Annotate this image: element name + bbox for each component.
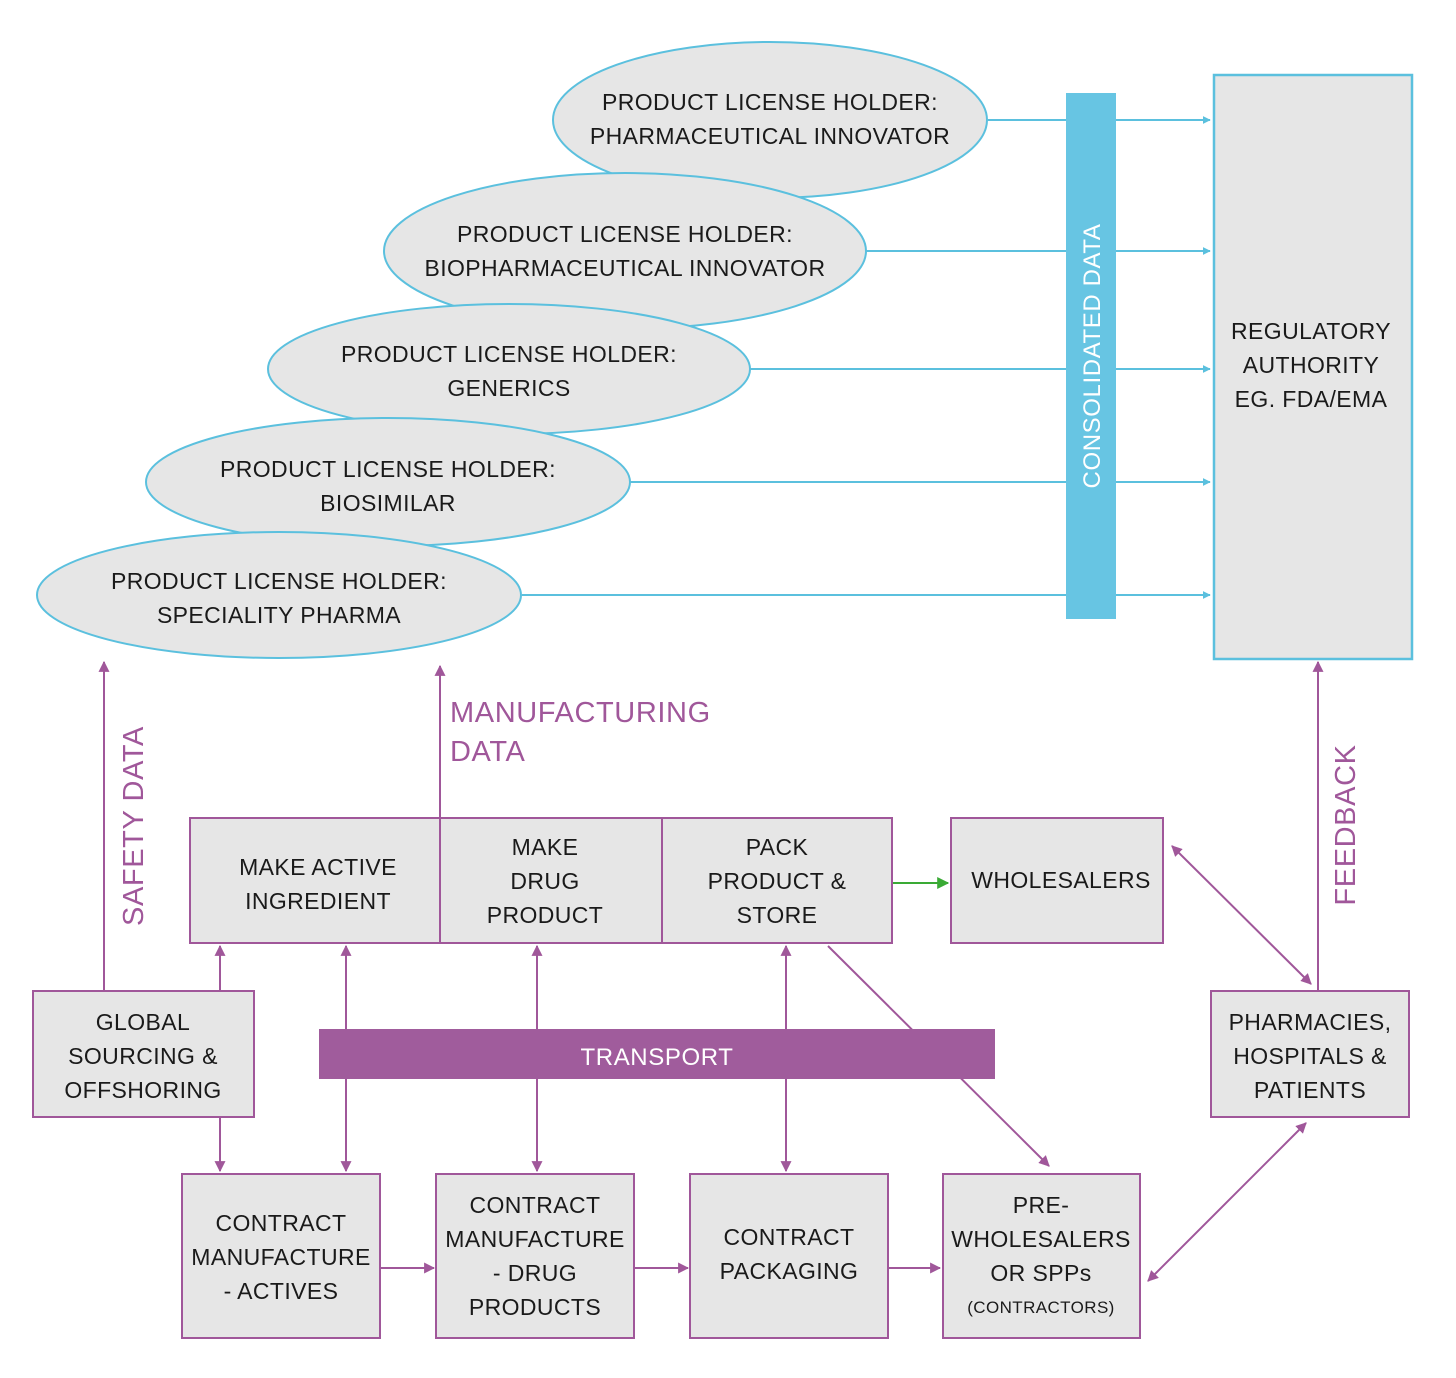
pack-product-store-box: PACK PRODUCT & STORE <box>708 834 847 928</box>
license-holder-pharmaceutical-innovator: PRODUCT LICENSE HOLDER: PHARMACEUTICAL I… <box>552 41 988 199</box>
manufacturing-data-label-1: MANUFACTURING <box>450 697 711 729</box>
license-holder-title: PRODUCT LICENSE HOLDER: <box>220 456 556 482</box>
consolidated-data-label: CONSOLIDATED DATA <box>1079 224 1106 489</box>
license-holder-type: BIOSIMILAR <box>320 490 456 516</box>
pack-line-2: PRODUCT & <box>708 868 847 894</box>
transport-bar <box>319 1029 995 1079</box>
license-holder-title: PRODUCT LICENSE HOLDER: <box>602 89 938 115</box>
make-active-line-1: MAKE ACTIVE <box>239 854 397 880</box>
license-holder-type: SPECIALITY PHARMA <box>157 602 401 628</box>
contract-manufacture-actives-box: CONTRACT MANUFACTURE - ACTIVES <box>181 1173 381 1339</box>
regulatory-authority-box <box>1212 73 1414 661</box>
license-holder-title: PRODUCT LICENSE HOLDER: <box>341 341 677 367</box>
license-holder-type: GENERICS <box>447 375 570 401</box>
contract-drug-line-1: CONTRACT <box>470 1192 601 1218</box>
contract-actives-line-3: - ACTIVES <box>224 1278 339 1304</box>
prewholesalers-pharmacies-link <box>1147 1122 1307 1282</box>
global-sourcing-line-1: GLOBAL <box>96 1009 190 1035</box>
pack-line-3: STORE <box>737 902 818 928</box>
pre-wholesalers-line-3: OR SPPs <box>990 1260 1091 1286</box>
license-holder-type: PHARMACEUTICAL INNOVATOR <box>590 123 950 149</box>
manufacturing-data-label-2: DATA <box>450 736 525 768</box>
wholesalers-box: WHOLESALERS <box>950 817 1164 944</box>
contract-actives-line-1: CONTRACT <box>216 1210 347 1236</box>
global-sourcing-line-3: OFFSHORING <box>64 1077 221 1103</box>
license-holder-biopharmaceutical-innovator: PRODUCT LICENSE HOLDER: BIOPHARMACEUTICA… <box>383 172 867 330</box>
make-active-ingredient-box: MAKE ACTIVE INGREDIENT <box>239 854 397 914</box>
transport-label: TRANSPORT <box>581 1044 734 1071</box>
pharmacies-line-1: PHARMACIES, <box>1229 1009 1392 1035</box>
contract-drug-line-2: MANUFACTURE <box>445 1226 624 1252</box>
pharmacies-line-2: HOSPITALS & <box>1233 1043 1387 1069</box>
wholesalers-label: WHOLESALERS <box>971 867 1151 893</box>
regulator-line-2: AUTHORITY <box>1243 352 1380 378</box>
license-holder-title: PRODUCT LICENSE HOLDER: <box>111 568 447 594</box>
make-drug-line-1: MAKE <box>512 834 579 860</box>
safety-data-label: SAFETY DATA <box>118 726 150 926</box>
global-sourcing-box: GLOBAL SOURCING & OFFSHORING <box>32 990 255 1118</box>
wholesalers-pharmacies-link <box>1171 845 1312 985</box>
contract-packaging-line-1: CONTRACT <box>724 1224 855 1250</box>
process-group: MAKE ACTIVE INGREDIENT MAKE DRUG PRODUCT… <box>189 817 893 944</box>
regulator-line-3: EG. FDA/EMA <box>1235 386 1388 412</box>
contract-manufacture-drug-box: CONTRACT MANUFACTURE - DRUG PRODUCTS <box>435 1173 635 1339</box>
pre-wholesalers-line-2: WHOLESALERS <box>951 1226 1131 1252</box>
license-holder-title: PRODUCT LICENSE HOLDER: <box>457 221 793 247</box>
pre-wholesalers-box: PRE- WHOLESALERS OR SPPs (CONTRACTORS) <box>942 1173 1141 1339</box>
contract-actives-line-2: MANUFACTURE <box>191 1244 370 1270</box>
make-drug-product-box: MAKE DRUG PRODUCT <box>487 834 604 928</box>
license-holder-biosimilar: PRODUCT LICENSE HOLDER: BIOSIMILAR <box>145 417 631 547</box>
license-holder-speciality-pharma: PRODUCT LICENSE HOLDER: SPECIALITY PHARM… <box>36 531 522 659</box>
regulator-line-1: REGULATORY <box>1231 318 1391 344</box>
contract-drug-line-3: - DRUG <box>493 1260 577 1286</box>
pharmacies-box: PHARMACIES, HOSPITALS & PATIENTS <box>1210 990 1410 1118</box>
pack-line-1: PACK <box>746 834 809 860</box>
pre-wholesalers-line-4: (CONTRACTORS) <box>967 1298 1115 1317</box>
make-active-line-2: INGREDIENT <box>245 888 391 914</box>
contract-packaging-box: CONTRACT PACKAGING <box>689 1173 889 1339</box>
pharmacies-line-3: PATIENTS <box>1254 1077 1366 1103</box>
license-holder-generics: PRODUCT LICENSE HOLDER: GENERICS <box>267 303 751 435</box>
contract-drug-line-4: PRODUCTS <box>469 1294 601 1320</box>
make-drug-line-3: PRODUCT <box>487 902 604 928</box>
license-holder-type: BIOPHARMACEUTICAL INNOVATOR <box>424 255 825 281</box>
global-sourcing-line-2: SOURCING & <box>68 1043 218 1069</box>
consolidated-data-bar <box>1066 93 1116 619</box>
pre-wholesalers-line-1: PRE- <box>1013 1192 1070 1218</box>
feedback-label: FEEDBACK <box>1330 744 1362 905</box>
contract-packaging-line-2: PACKAGING <box>720 1258 859 1284</box>
make-drug-line-2: DRUG <box>510 868 579 894</box>
